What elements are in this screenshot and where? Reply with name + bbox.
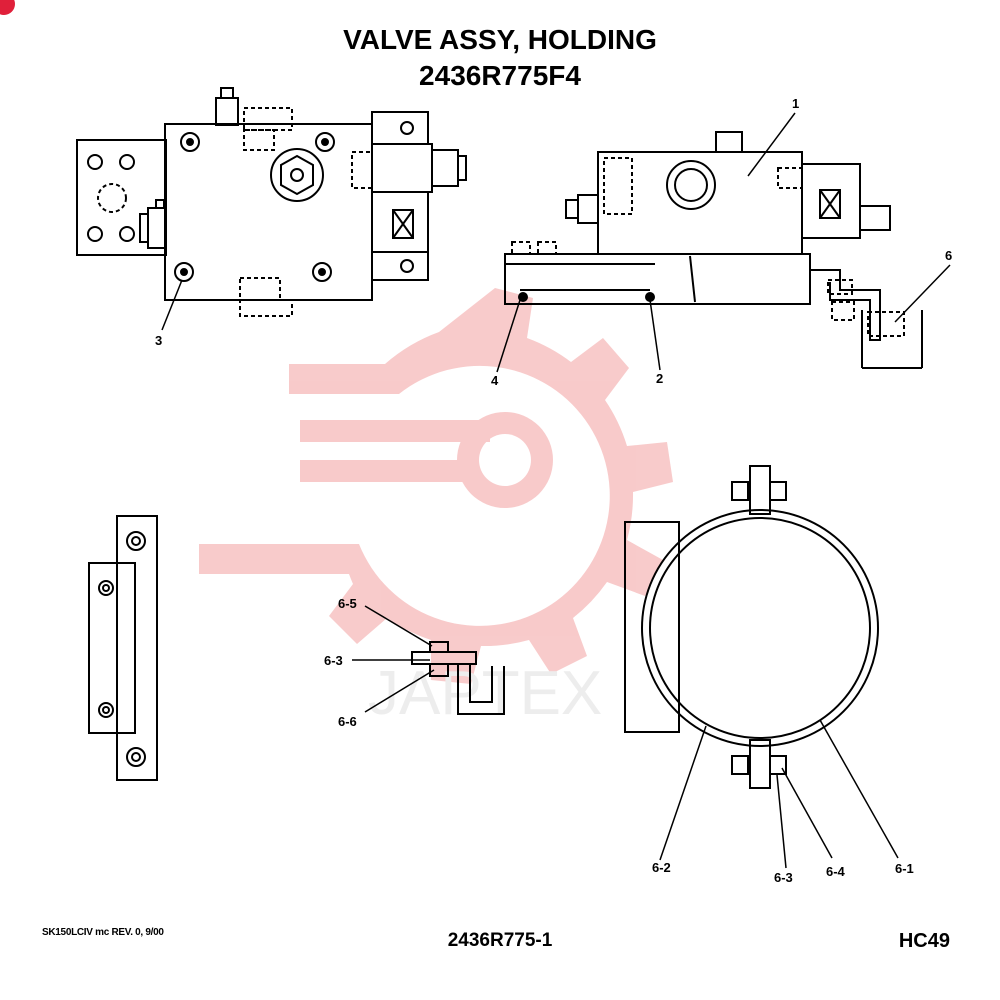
callout-2: 2 bbox=[656, 371, 663, 386]
corner-badge-icon bbox=[0, 0, 15, 15]
callout-4: 4 bbox=[491, 373, 499, 388]
pipe-clamp-view bbox=[624, 465, 879, 789]
callout-3: 3 bbox=[155, 333, 162, 348]
callout-6-3-detail: 6-3 bbox=[324, 653, 343, 668]
callout-6: 6 bbox=[945, 248, 952, 263]
clamp-detail-view bbox=[411, 641, 505, 715]
leader-lines bbox=[161, 112, 951, 869]
bracket-plate-view bbox=[88, 515, 158, 781]
callout-6-6: 6-6 bbox=[338, 714, 357, 729]
revision-note: SK150LCIV mc REV. 0, 9/00 bbox=[42, 927, 164, 938]
callout-1: 1 bbox=[792, 96, 799, 111]
valve-side-view bbox=[504, 131, 923, 369]
callout-6-2: 6-2 bbox=[652, 860, 671, 875]
callout-6-3-clamp: 6-3 bbox=[774, 870, 793, 885]
callout-6-1: 6-1 bbox=[895, 861, 914, 876]
callout-6-5: 6-5 bbox=[338, 596, 357, 611]
drawing-number: 2436R775-1 bbox=[447, 930, 553, 951]
valve-front-view bbox=[76, 87, 467, 317]
watermark-text: JAPTEX bbox=[368, 659, 602, 728]
diagram-title: VALVE ASSY, HOLDING bbox=[343, 24, 657, 55]
part-number: 2436R775F4 bbox=[419, 60, 581, 91]
page-code: HC49 bbox=[898, 930, 950, 952]
callout-6-4: 6-4 bbox=[826, 864, 846, 879]
watermark-gear-logo bbox=[199, 288, 673, 684]
